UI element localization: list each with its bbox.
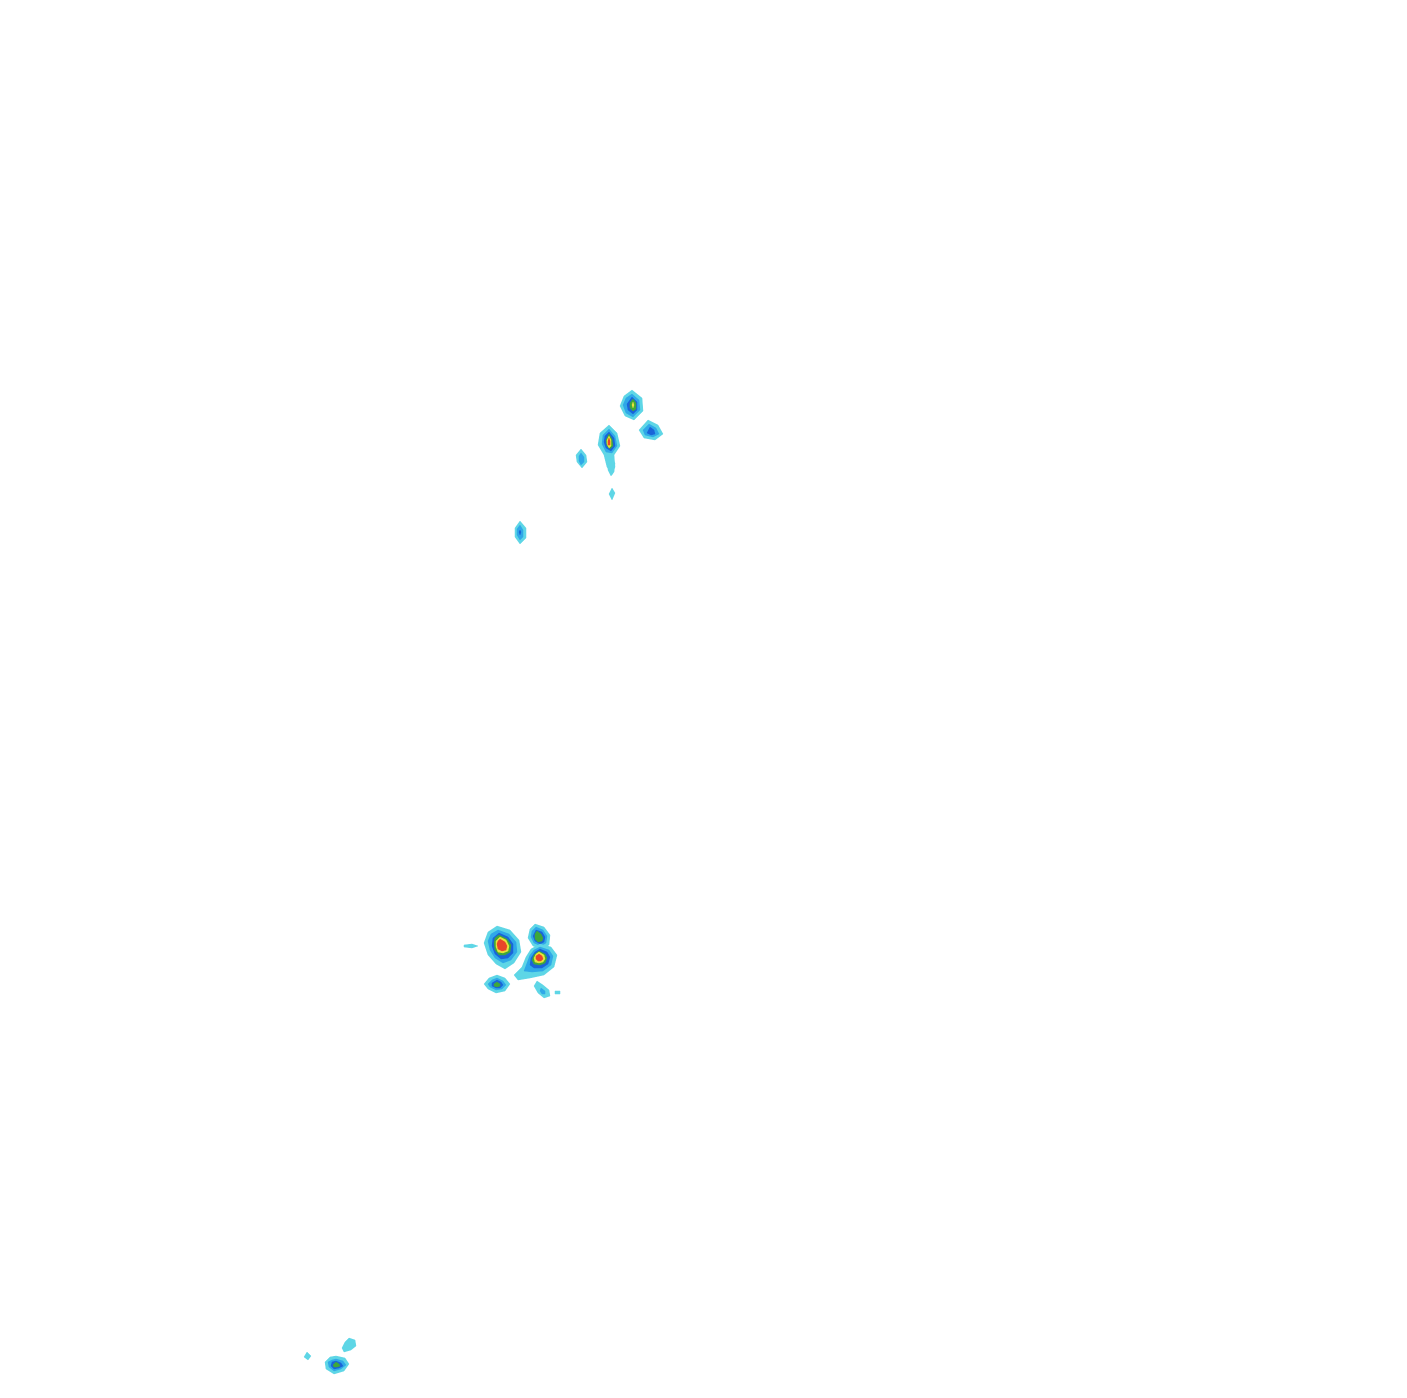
- radar-contour-level-1: [608, 487, 616, 501]
- radar-contour-level-2: [539, 987, 546, 995]
- cell-north-trail-2: [608, 487, 616, 501]
- cell-north-right: [638, 419, 664, 441]
- cell-south-dot: [303, 1351, 312, 1361]
- cell-center-bottom-right: [533, 980, 551, 999]
- radar-contour-level-1: [303, 1351, 312, 1361]
- radar-contour-level-4: [493, 981, 501, 988]
- cell-center-main-right: [513, 943, 558, 981]
- cell-center-top-right: [527, 923, 551, 950]
- radar-contour-level-3: [518, 529, 522, 536]
- radar-contour-level-3: [646, 426, 656, 436]
- cell-north-trail-1: [607, 457, 616, 477]
- cell-center-dash-left: [463, 943, 479, 949]
- radar-contour-level-1: [554, 990, 561, 995]
- radar-contour-level-4: [332, 1361, 341, 1368]
- cell-south-upper: [341, 1337, 357, 1353]
- cell-center-tiny-right: [554, 990, 561, 995]
- cell-north-top: [619, 389, 644, 421]
- cell-north-small-left: [575, 448, 588, 469]
- radar-contour-level-6: [535, 953, 544, 962]
- cell-mid-left-small: [514, 520, 527, 545]
- radar-contour-level-1: [341, 1337, 357, 1353]
- radar-contour-level-6: [607, 437, 611, 446]
- cell-south-main: [324, 1355, 350, 1375]
- radar-contour-level-6: [496, 938, 508, 952]
- radar-contour-level-2: [578, 452, 585, 466]
- radar-contour-level-1: [607, 457, 616, 477]
- cell-center-bottom-left: [483, 974, 511, 994]
- radar-contour-level-4: [534, 930, 544, 943]
- radar-contour-level-5: [631, 401, 635, 409]
- radar-contour-level-1: [463, 943, 479, 949]
- cell-center-main-left: [483, 925, 522, 970]
